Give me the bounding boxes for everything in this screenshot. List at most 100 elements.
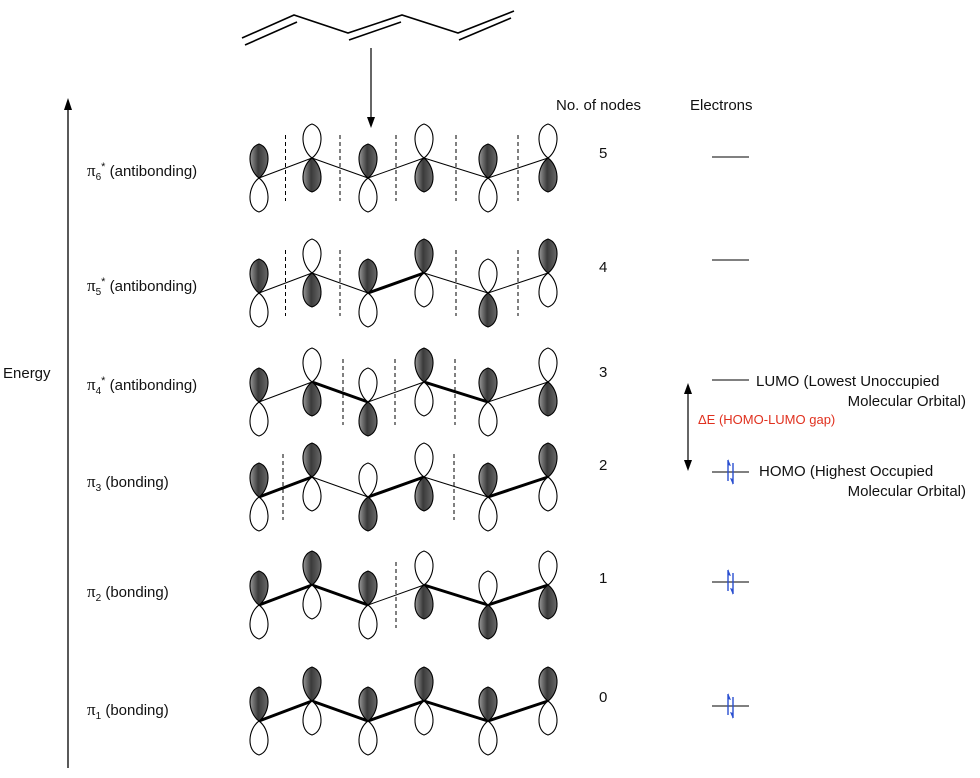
p-orbital-lobe-upper xyxy=(302,347,322,383)
p-orbital-lobe-upper xyxy=(414,666,434,702)
electrons-column-header: Electrons xyxy=(690,97,753,114)
sigma-bond xyxy=(487,699,549,723)
spin-down-arrowhead xyxy=(730,588,733,595)
antibonding-star: * xyxy=(101,375,106,387)
spin-up-arrowhead xyxy=(728,693,731,700)
p-orbital-lobe-lower xyxy=(414,476,434,512)
homo-lumo-gap-label: ΔE (HOMO-LUMO gap) xyxy=(698,412,836,427)
p-orbital-lobe-upper xyxy=(478,143,498,179)
p-orbital-lobe-lower xyxy=(358,604,378,640)
orbital-row-pi1 xyxy=(249,666,558,756)
spin-down-arrowhead xyxy=(730,712,733,719)
sigma-bond xyxy=(311,476,369,498)
p-orbital-lobe-upper xyxy=(358,686,378,722)
p-orbital-lobe-upper xyxy=(538,123,558,159)
spin-down-arrowhead xyxy=(730,478,733,485)
p-orbital-lobe-lower xyxy=(414,272,434,308)
sigma-bond xyxy=(367,271,425,295)
p-orbital-lobe-lower xyxy=(249,720,269,756)
p-orbital-lobe-lower xyxy=(249,401,269,437)
sigma-bond xyxy=(487,475,549,499)
orbital-label-pi4: π4* (antibonding) xyxy=(87,376,197,397)
sigma-bond xyxy=(311,157,369,179)
p-orbital-lobe-lower xyxy=(538,157,558,193)
p-orbital-lobe-lower xyxy=(302,272,322,308)
p-orbital-lobe-lower xyxy=(302,476,322,512)
orbital-index: 4 xyxy=(95,386,102,397)
spin-up-arrowhead xyxy=(728,569,731,576)
sigma-bond xyxy=(423,272,489,294)
sigma-bond xyxy=(367,584,425,606)
orbital-index: 6 xyxy=(95,172,102,183)
node-count: 1 xyxy=(599,570,608,587)
orbital-symbol: π xyxy=(87,582,96,601)
p-orbital-lobe-upper xyxy=(249,143,269,179)
orbital-row-pi4 xyxy=(249,347,558,437)
orbital-description: (bonding) xyxy=(101,474,169,491)
node-count: 5 xyxy=(599,145,608,162)
p-orbital-lobe-lower xyxy=(414,157,434,193)
p-orbital-lobe-lower xyxy=(538,700,558,736)
sigma-bond xyxy=(423,157,489,179)
p-orbital-lobe-lower xyxy=(478,604,498,640)
sigma-bond xyxy=(423,476,489,498)
sigma-bond xyxy=(258,475,313,499)
p-orbital-lobe-upper xyxy=(249,258,269,294)
p-orbital-lobe-lower xyxy=(478,177,498,213)
orbital-index: 3 xyxy=(95,483,102,494)
p-orbital-lobe-upper xyxy=(538,442,558,478)
p-orbital-lobe-upper xyxy=(302,238,322,274)
homo-lumo-gap-arrow xyxy=(684,383,692,471)
sigma-bond xyxy=(367,381,425,403)
sigma-bond xyxy=(311,699,369,723)
p-orbital-lobe-upper xyxy=(249,686,269,722)
p-orbital-lobe-lower xyxy=(478,720,498,756)
orbital-symbol: π xyxy=(87,700,96,719)
node-count: 3 xyxy=(599,364,608,381)
sigma-bond xyxy=(367,699,425,723)
orbital-row-pi3 xyxy=(249,442,558,532)
p-orbital-lobe-lower xyxy=(478,292,498,328)
orbital-symbol: π xyxy=(87,161,96,180)
sigma-bond xyxy=(487,157,549,179)
p-orbital-lobe-upper xyxy=(414,238,434,274)
orbital-label-pi5: π5* (antibonding) xyxy=(87,277,197,298)
sigma-bond xyxy=(258,699,313,723)
p-orbital-lobe-lower xyxy=(538,476,558,512)
orbital-label-pi1: π1 (bonding) xyxy=(87,701,169,722)
p-orbital-lobe-lower xyxy=(478,496,498,532)
sigma-bond xyxy=(258,272,313,294)
sigma-bond xyxy=(311,272,369,294)
node-count: 0 xyxy=(599,689,608,706)
nodes-column-header: No. of nodes xyxy=(556,97,642,114)
lumo-label: LUMO (Lowest Unoccupied xyxy=(756,373,940,390)
node-count: 2 xyxy=(599,457,608,474)
p-orbital-lobe-upper xyxy=(358,367,378,403)
sigma-bond xyxy=(423,699,489,723)
sigma-bond xyxy=(487,272,549,294)
orbital-label-pi2: π2 (bonding) xyxy=(87,583,169,604)
hexatriene-structure xyxy=(241,10,515,46)
sigma-bond xyxy=(367,157,425,179)
p-orbital-lobe-lower xyxy=(414,700,434,736)
p-orbital-lobe-upper xyxy=(358,462,378,498)
sigma-bond xyxy=(423,583,489,607)
orbital-index: 5 xyxy=(95,287,102,298)
p-orbital-lobe-lower xyxy=(538,272,558,308)
p-orbital-lobe-upper xyxy=(358,570,378,606)
p-orbital-lobe-upper xyxy=(414,550,434,586)
p-orbital-lobe-upper xyxy=(414,123,434,159)
sigma-bond xyxy=(423,380,489,404)
orbital-description: (antibonding) xyxy=(105,278,198,295)
p-orbital-lobe-upper xyxy=(414,442,434,478)
p-orbital-lobe-lower xyxy=(358,177,378,213)
p-orbital-lobe-upper xyxy=(478,570,498,606)
sigma-bond xyxy=(311,380,369,404)
lumo-label-line2: Molecular Orbital) xyxy=(847,393,966,410)
spin-up-arrowhead xyxy=(728,459,731,466)
orbital-index: 2 xyxy=(95,593,102,604)
energy-axis-label: Energy xyxy=(3,365,51,382)
p-orbital-lobe-upper xyxy=(358,143,378,179)
p-orbital-lobe-upper xyxy=(478,367,498,403)
